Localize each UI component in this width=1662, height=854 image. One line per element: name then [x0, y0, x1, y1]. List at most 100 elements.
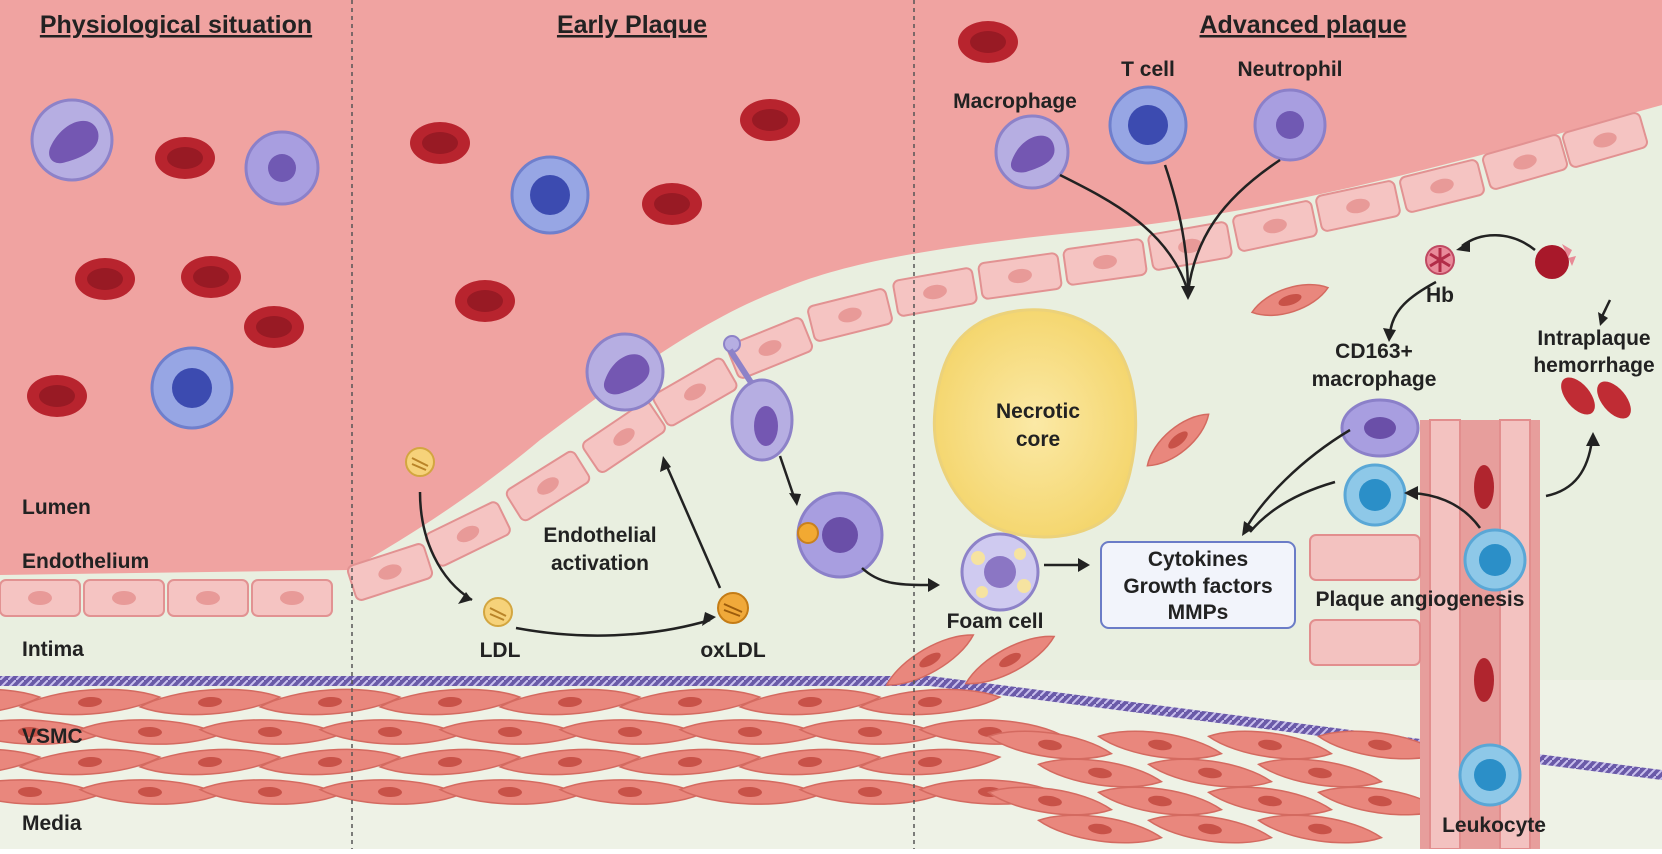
ldl-entry-arrow	[418, 491, 473, 602]
ruptured-rbc-icon	[1535, 244, 1576, 279]
vsmc-cell	[986, 786, 1114, 816]
vsmc-cell	[78, 719, 222, 745]
vsmc-cell	[1250, 283, 1330, 317]
vsmc-cell	[618, 688, 762, 716]
monocyte-icon	[1343, 463, 1407, 527]
endothelial-activation-label-1: Endothelial	[543, 524, 656, 547]
layer-label-media: Media	[22, 812, 82, 835]
endothelial-cell	[425, 501, 511, 567]
macrophage-icon	[585, 332, 665, 412]
rbc-icon	[455, 280, 515, 322]
endothelial-cell	[1315, 180, 1401, 232]
vsmc-cell	[798, 779, 942, 805]
lymphocyte-icon	[150, 346, 234, 430]
vsmc-cell	[18, 688, 162, 716]
header-physiological: Physiological situation	[40, 11, 312, 39]
endothelial-cell	[807, 288, 893, 342]
rbc-icon	[642, 183, 702, 225]
macrophage-icon	[994, 114, 1070, 190]
rbc-icon	[155, 137, 215, 179]
mmps-label: MMPs	[1168, 601, 1229, 624]
necrotic-core	[932, 308, 1138, 539]
endothelial-cell	[1062, 238, 1148, 286]
t-cell-label: T cell	[1121, 58, 1175, 81]
hb-label: Hb	[1426, 284, 1454, 307]
vsmc-cell	[1206, 730, 1334, 760]
vsmc-cell	[138, 688, 282, 716]
vsmc-cell	[885, 634, 975, 686]
vsmc-cell	[1036, 814, 1164, 844]
vsmc-layer	[0, 283, 1444, 844]
vsmc-cell	[78, 779, 222, 805]
plaque-angiogenesis-label: Plaque angiogenesis	[1316, 588, 1525, 611]
leukocyte-icon	[1458, 743, 1522, 807]
necrotic-core-label-1: Necrotic	[996, 400, 1080, 423]
early-arrows	[418, 455, 936, 637]
endothelial-cell	[1482, 134, 1568, 190]
endothelial-cell	[726, 317, 814, 379]
header-early-plaque: Early Plaque	[557, 11, 707, 39]
vsmc-cell	[1146, 814, 1274, 844]
advanced-arrowheads	[1078, 240, 1608, 572]
uptake-arrow	[778, 455, 797, 501]
macrophage-label: Macrophage	[953, 90, 1077, 113]
endothelial-cell	[977, 252, 1063, 300]
cd163-label-1: CD163+	[1335, 340, 1413, 363]
vsmc-cell	[0, 748, 42, 776]
rbc-icon	[27, 375, 87, 417]
vsmc-cell	[18, 748, 162, 776]
vsmc-cell	[258, 688, 402, 716]
vsmc-cell	[438, 779, 582, 805]
vsmc-cell	[558, 719, 702, 745]
layer-label-lumen: Lumen	[22, 496, 91, 519]
neutrophil-icon	[244, 130, 320, 206]
endothelial-cell	[582, 401, 666, 473]
layer-label-intima: Intima	[22, 638, 84, 661]
vsmc-cell	[438, 719, 582, 745]
vsmc-cell	[498, 688, 642, 716]
oxldl-icon	[717, 592, 749, 624]
cytokines-box	[1100, 541, 1296, 629]
rbc-icon	[75, 258, 135, 300]
iph-label-1: Intraplaque	[1537, 327, 1650, 350]
rbc-icon	[958, 21, 1018, 63]
red-blood-cells	[27, 21, 1018, 417]
endothelial-cell	[1232, 200, 1318, 252]
vsmc-cell	[618, 748, 762, 776]
endothelial-cell	[167, 579, 249, 617]
hb-icon	[1425, 245, 1455, 275]
activation-arrow	[663, 461, 722, 589]
lymphocyte-icon	[510, 155, 590, 235]
vsmc-cell	[378, 748, 522, 776]
rbc-icon	[244, 306, 304, 348]
vsmc-cell	[1146, 413, 1210, 467]
vsmc-cell	[558, 779, 702, 805]
rbc-icon	[740, 99, 800, 141]
endothelium-layer	[0, 112, 1648, 617]
endothelial-activation-label-2: activation	[551, 552, 649, 575]
vsmc-cell	[198, 719, 342, 745]
foam-cell-icon	[960, 532, 1040, 612]
vsmc-cell	[1036, 758, 1164, 788]
early-arrowheads	[458, 456, 940, 626]
neutrophil-label: Neutrophil	[1238, 58, 1343, 81]
transmigrating-macrophage-icon	[723, 335, 794, 462]
rbc-icon	[1561, 377, 1595, 415]
endothelial-cell	[1399, 159, 1485, 213]
vsmc-cell	[0, 688, 42, 716]
endothelial-cell	[1562, 112, 1648, 168]
rbc-icon	[181, 256, 241, 298]
elastic-lamina	[0, 676, 1662, 780]
necrotic-core-label-2: core	[1016, 428, 1060, 451]
vsmc-cell	[1146, 758, 1274, 788]
vsmc-cell	[986, 730, 1114, 760]
foam-cell-label: Foam cell	[947, 610, 1044, 633]
endothelial-cell	[0, 579, 81, 617]
rbc-icon	[1597, 381, 1631, 419]
oxidation-arrow	[515, 618, 711, 637]
vsmc-cell	[1096, 786, 1224, 816]
angiogenesis-leukocyte-icon	[1463, 528, 1527, 592]
macrophage-icon	[30, 98, 114, 182]
